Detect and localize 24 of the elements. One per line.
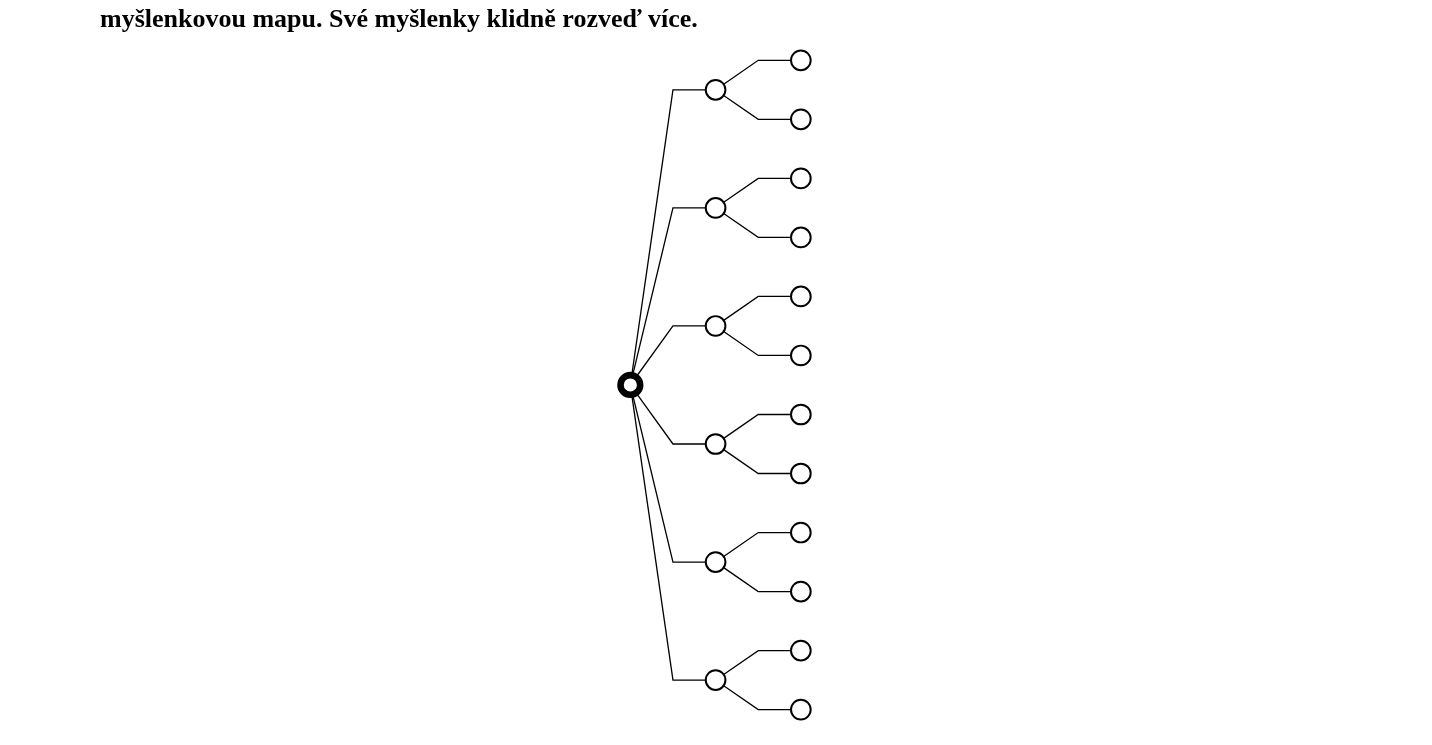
node-ellipse [790, 580, 813, 603]
node-ellipse [790, 49, 813, 72]
node-ellipse [790, 698, 813, 721]
node-ellipse [790, 167, 813, 190]
connector [631, 89, 707, 376]
node-ellipse [790, 285, 813, 308]
connector [632, 393, 707, 563]
node-ellipse [790, 521, 813, 544]
node-ellipse [790, 344, 813, 367]
title: myšlenkovou mapu. Své myšlenky klidně rozveď více. [99, 3, 699, 35]
node-ellipse [705, 315, 727, 337]
node-ellipse [705, 197, 727, 219]
node-ellipse [705, 433, 727, 455]
node-ellipse [790, 403, 813, 426]
connector [632, 207, 707, 377]
node-ellipse [790, 462, 813, 485]
node-ellipse [790, 639, 813, 662]
node-ellipse [705, 79, 727, 101]
node-ellipse [790, 108, 813, 131]
node-ellipse [705, 551, 727, 573]
node-ellipse [790, 226, 813, 249]
connector [631, 394, 707, 681]
node-ellipse [617, 371, 644, 399]
node-ellipse [705, 669, 727, 691]
